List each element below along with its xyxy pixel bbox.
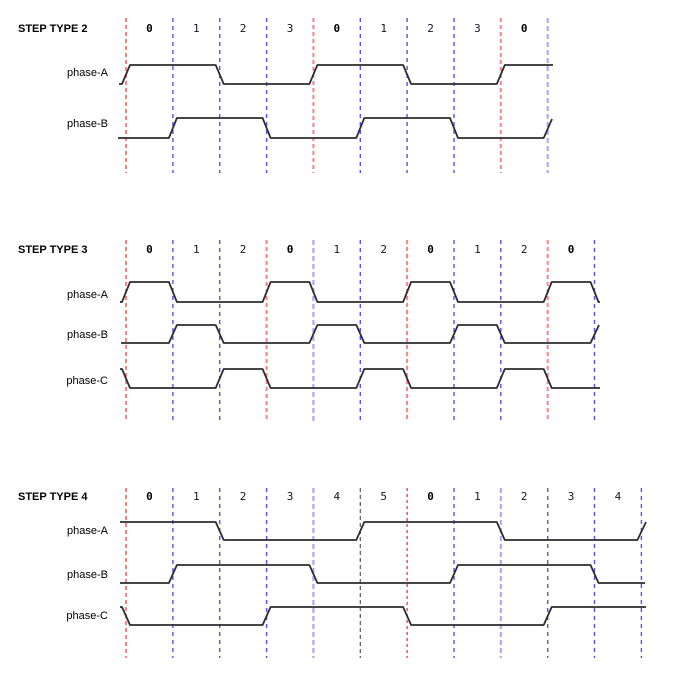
phase-label: phase-A	[67, 67, 109, 79]
section-title: STEP TYPE 3	[18, 244, 88, 256]
step-number: 2	[521, 490, 528, 503]
step-number: 3	[568, 490, 575, 503]
step-number: 0	[568, 243, 575, 256]
step-number: 3	[287, 22, 294, 35]
step-number: 1	[193, 22, 200, 35]
step-number: 1	[333, 243, 340, 256]
phase-label: phase-B	[67, 569, 108, 581]
step-number: 4	[615, 490, 622, 503]
step-number: 1	[474, 490, 481, 503]
step-number: 1	[474, 243, 481, 256]
step-number: 1	[380, 22, 387, 35]
phase-label: phase-B	[67, 118, 108, 130]
phase-waveform	[121, 324, 600, 344]
section-title: STEP TYPE 4	[18, 491, 88, 503]
phase-waveform	[120, 564, 645, 584]
phase-waveform	[120, 281, 600, 303]
step-number: 0	[146, 243, 153, 256]
phase-waveform	[118, 117, 553, 139]
phase-waveform	[120, 521, 647, 541]
phase-waveform	[120, 606, 646, 626]
phase-waveform	[119, 64, 553, 85]
step-number: 2	[521, 243, 528, 256]
step-number: 3	[474, 22, 481, 35]
step-number: 1	[193, 490, 200, 503]
step-number: 2	[240, 490, 247, 503]
step-number: 0	[146, 490, 153, 503]
phase-waveform	[120, 368, 600, 389]
step-number: 3	[287, 490, 294, 503]
step-number: 2	[240, 22, 247, 35]
step-number: 0	[521, 22, 528, 35]
step-number: 1	[193, 243, 200, 256]
step-number: 0	[427, 243, 434, 256]
phase-label: phase-C	[66, 375, 108, 387]
step-number: 0	[146, 22, 153, 35]
phase-label: phase-C	[66, 610, 108, 622]
step-number: 5	[380, 490, 387, 503]
step-number: 0	[287, 243, 294, 256]
step-number: 0	[333, 22, 340, 35]
phase-label: phase-A	[67, 289, 109, 301]
phase-label: phase-A	[67, 525, 109, 537]
step-number: 2	[240, 243, 247, 256]
step-number: 0	[427, 490, 434, 503]
step-number: 4	[333, 490, 340, 503]
step-number: 2	[380, 243, 387, 256]
step-number: 2	[427, 22, 434, 35]
phase-label: phase-B	[67, 329, 108, 341]
section-title: STEP TYPE 2	[18, 23, 88, 35]
